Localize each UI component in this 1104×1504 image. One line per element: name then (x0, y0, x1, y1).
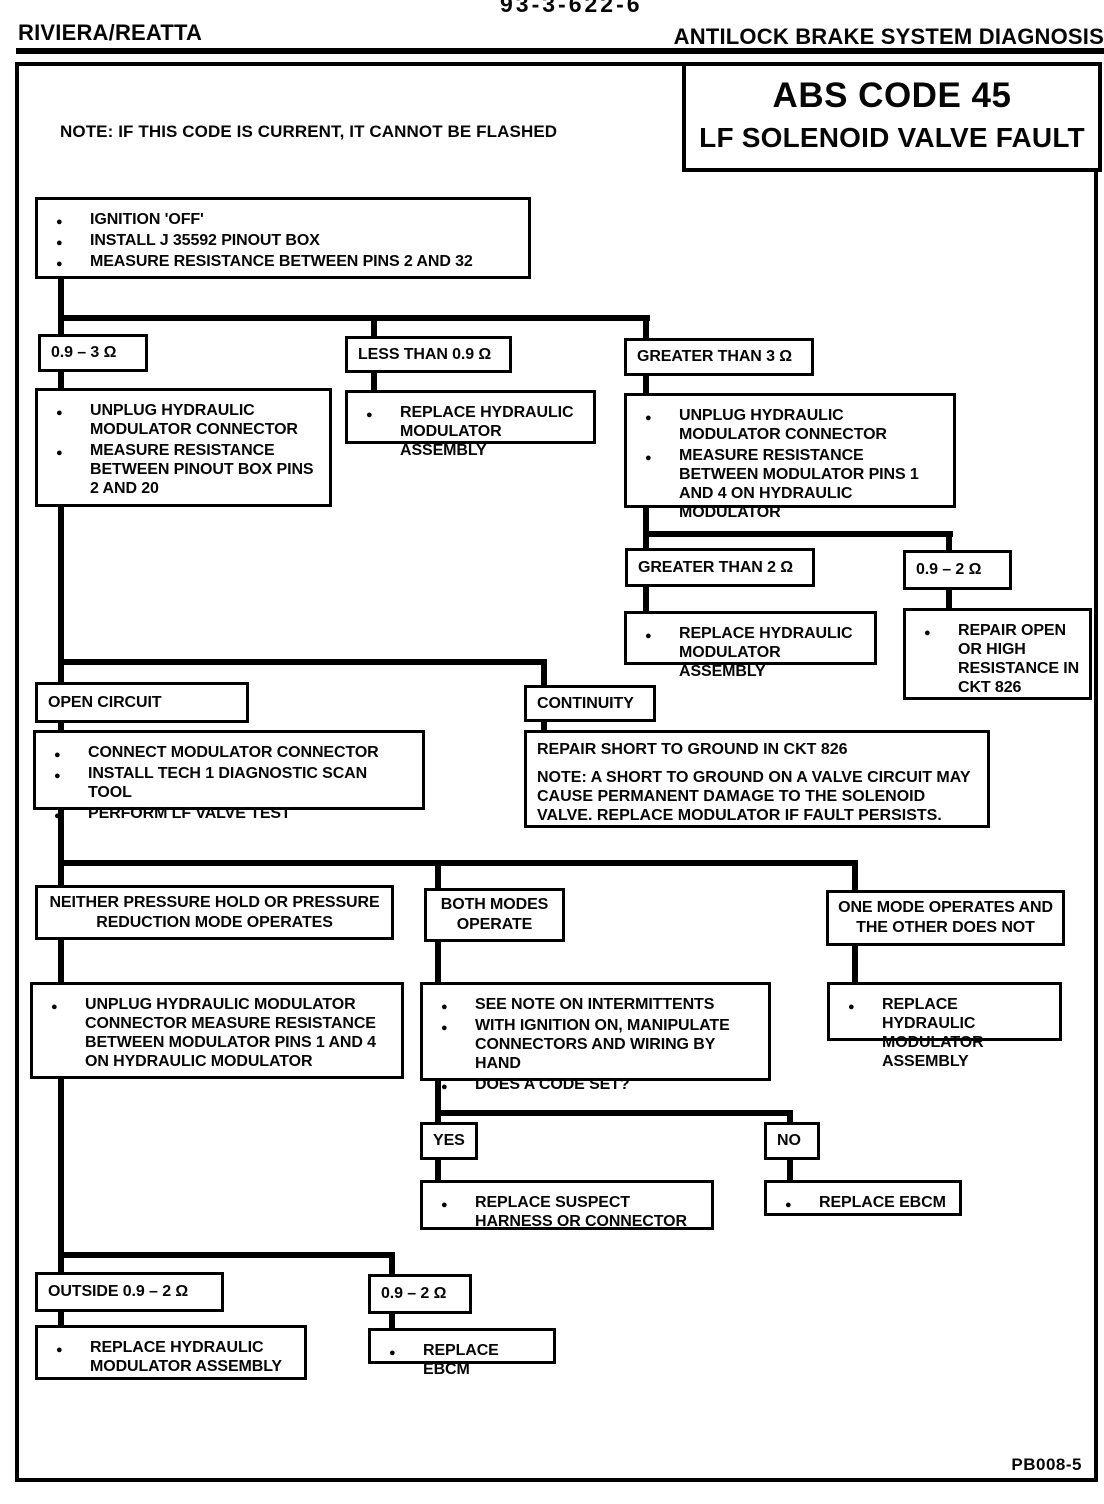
step-item: PERFORM LF VALVE TEST (44, 804, 414, 826)
step-item: REPLACE HYDRAULIC MODULATOR ASSEMBLY (838, 995, 1051, 1071)
connector (58, 315, 650, 321)
branch-less-than-0-9-ohm: LESS THAN 0.9 Ω (345, 336, 512, 373)
action-replace-hydraulic-modulator: REPLACE HYDRAULIC MODULATOR ASSEMBLY (624, 611, 877, 680)
step-item: REPLACE EBCM (379, 1341, 545, 1379)
branch-outside-0-9-to-2-ohm: OUTSIDE 0.9 – 2 Ω (35, 1272, 224, 1312)
connector (852, 943, 858, 985)
step-item: REPLACE EBCM (775, 1193, 951, 1215)
action-replace-hydraulic-modulator: REPLACE HYDRAULIC MODULATOR ASSEMBLY (35, 1325, 307, 1380)
branch-0-9-to-2-ohm: 0.9 – 2 Ω (903, 550, 1012, 590)
connector (435, 1157, 441, 1183)
note-label: NOTE: (537, 769, 587, 786)
step-item: INSTALL TECH 1 DIAGNOSTIC SCAN TOOL (44, 764, 414, 802)
connector (643, 531, 953, 537)
action-repair-short-ckt-826: REPAIR SHORT TO GROUND IN CKT 826 NOTE: … (524, 730, 990, 828)
figure-reference: PB008-5 (1011, 1455, 1082, 1474)
fault-subtitle: LF SOLENOID VALVE FAULT (699, 122, 1085, 153)
connector (58, 278, 64, 338)
connector (643, 506, 649, 551)
step-item: UNPLUG HYDRAULIC MODULATOR CONNECTOR (635, 406, 945, 444)
flowchart-frame (15, 62, 1098, 1482)
step-item: MEASURE RESISTANCE BETWEEN PINS 2 AND 32 (46, 252, 520, 274)
connector (435, 1079, 441, 1125)
step-item: MEASURE RESISTANCE BETWEEN MODULATOR PIN… (635, 446, 945, 522)
action-replace-hydraulic-modulator: REPLACE HYDRAULIC MODULATOR ASSEMBLY (827, 982, 1062, 1070)
step-item: IGNITION 'OFF' (46, 210, 520, 232)
branch-yes: YES (420, 1122, 478, 1160)
step-item: REPLACE HYDRAULIC MODULATOR ASSEMBLY (635, 624, 866, 681)
connector (852, 860, 858, 893)
step-item: REPLACE HYDRAULIC MODULATOR ASSEMBLY (356, 403, 585, 460)
step-lf-valve-test: CONNECT MODULATOR CONNECTOR INSTALL TECH… (33, 730, 425, 826)
abs-code-title: ABS CODE 45 (772, 76, 1012, 115)
connector (58, 1308, 64, 1328)
connector (371, 371, 377, 393)
branch-no: NO (764, 1122, 820, 1160)
header-section: ANTILOCK BRAKE SYSTEM DIAGNOSIS (673, 24, 1104, 49)
repair-short-line: REPAIR SHORT TO GROUND IN CKT 826 (537, 741, 848, 758)
step-measure-pinout-pins-2-20: UNPLUG HYDRAULIC MODULATOR CONNECTOR MEA… (35, 388, 332, 507)
connector (389, 1310, 395, 1331)
connector (946, 587, 952, 611)
step-item: CONNECT MODULATOR CONNECTOR (44, 743, 414, 765)
connector (541, 659, 547, 689)
connector (58, 938, 64, 985)
note-text: A SHORT TO GROUND ON A VALVE CIRCUIT MAY… (537, 769, 971, 824)
step-item: INSTALL J 35592 PINOUT BOX (46, 231, 520, 253)
connector (435, 1110, 793, 1116)
connector (371, 315, 377, 339)
step-measure-modulator-pins-1-4-b: UNPLUG HYDRAULIC MODULATOR CONNECTOR MEA… (30, 982, 404, 1079)
action-replace-harness: REPLACE SUSPECT HARNESS OR CONNECTOR (420, 1180, 714, 1230)
connector (946, 531, 952, 553)
step-check-intermittents: SEE NOTE ON INTERMITTENTS WITH IGNITION … (420, 982, 771, 1097)
connector (58, 370, 64, 392)
branch-0-9-to-2-ohm-b: 0.9 – 2 Ω (368, 1274, 472, 1314)
branch-both-modes: BOTH MODES OPERATE (424, 888, 565, 942)
connector (787, 1157, 793, 1183)
step-item: REPAIR OPEN OR HIGH RESISTANCE IN CKT 82… (914, 621, 1081, 697)
flash-note: NOTE: IF THIS CODE IS CURRENT, IT CANNOT… (60, 122, 558, 141)
connector (643, 585, 649, 613)
action-replace-ebcm: REPLACE EBCM (368, 1328, 556, 1378)
connector (389, 1252, 395, 1277)
connector (58, 505, 64, 685)
connector (58, 860, 858, 866)
connector (58, 806, 64, 888)
step-item: UNPLUG HYDRAULIC MODULATOR CONNECTOR (46, 401, 321, 439)
step-item: WITH IGNITION ON, MANIPULATE CONNECTORS … (431, 1016, 760, 1073)
connector (435, 860, 441, 891)
branch-greater-than-2-ohm: GREATER THAN 2 Ω (625, 548, 815, 587)
branch-one-mode: ONE MODE OPERATES AND THE OTHER DOES NOT (826, 890, 1065, 946)
connector (643, 315, 649, 341)
step-item: REPLACE HYDRAULIC MODULATOR ASSEMBLY (46, 1338, 296, 1376)
connector (541, 719, 547, 733)
step-pinout-setup: IGNITION 'OFF' INSTALL J 35592 PINOUT BO… (35, 197, 531, 279)
step-measure-modulator-pins-1-4: UNPLUG HYDRAULIC MODULATOR CONNECTOR MEA… (624, 393, 956, 521)
step-item: DOES A CODE SET? (431, 1075, 760, 1097)
doc-number: 93-3-622-6 (500, 0, 643, 17)
connector (58, 720, 64, 734)
branch-neither-mode: NEITHER PRESSURE HOLD OR PRESSURE REDUCT… (35, 885, 394, 940)
connector (435, 939, 441, 985)
branch-continuity: CONTINUITY (524, 685, 656, 722)
action-repair-open-ckt-826: REPAIR OPEN OR HIGH RESISTANCE IN CKT 82… (903, 608, 1092, 700)
header-rule (16, 48, 1104, 54)
branch-0-9-to-3-ohm: 0.9 – 3 Ω (38, 334, 148, 372)
connector (643, 374, 649, 396)
step-item: SEE NOTE ON INTERMITTENTS (431, 995, 760, 1017)
branch-open-circuit: OPEN CIRCUIT (35, 682, 249, 723)
step-item: MEASURE RESISTANCE BETWEEN PINOUT BOX PI… (46, 441, 321, 498)
action-replace-ebcm: REPLACE EBCM (764, 1180, 962, 1216)
step-item: UNPLUG HYDRAULIC MODULATOR CONNECTOR MEA… (41, 995, 393, 1071)
connector (58, 659, 547, 665)
title-box: ABS CODE 45 LF SOLENOID VALVE FAULT (682, 62, 1102, 172)
action-replace-hydraulic-modulator: REPLACE HYDRAULIC MODULATOR ASSEMBLY (345, 390, 596, 459)
branch-greater-than-3-ohm: GREATER THAN 3 Ω (624, 338, 814, 376)
step-item: REPLACE SUSPECT HARNESS OR CONNECTOR (431, 1193, 703, 1231)
repair-short-note: NOTE: A SHORT TO GROUND ON A VALVE CIRCU… (537, 768, 977, 825)
connector (58, 1077, 64, 1275)
connector (787, 1110, 793, 1125)
header-model: RIVIERA/REATTA (18, 20, 203, 45)
connector (58, 1252, 395, 1258)
